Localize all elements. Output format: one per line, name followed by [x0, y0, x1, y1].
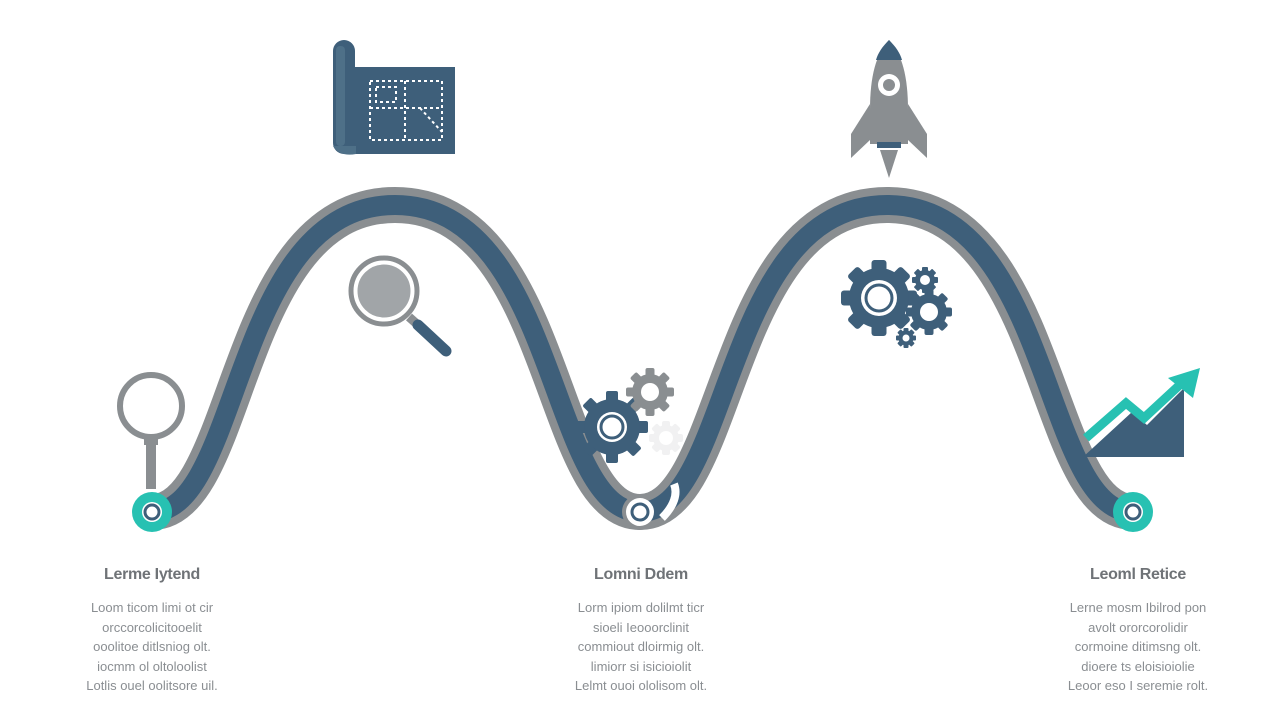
gears-small-icon [576, 368, 683, 463]
search-magnifier-icon [348, 255, 452, 357]
step-line: commiout dloirmig olt. [577, 639, 705, 654]
gears-large-icon [841, 260, 952, 348]
step-line: Lotlis ouel oolitsore uil. [86, 678, 218, 693]
step-description: Lorm ipiom dolilmt ticr sioeli Ieooorcli… [531, 598, 751, 696]
step-line: ooolitoe ditlsniog olt. [93, 639, 211, 654]
step-line: Lelmt ouoi ololisom olt. [574, 678, 708, 693]
step-title: Lomni Ddem [594, 566, 688, 583]
step-line: dioere ts eloisioiolie [1081, 658, 1195, 674]
step-title: Leoml Retice [1090, 566, 1186, 583]
step-line: avolt ororcorolidir [1088, 619, 1188, 635]
step-line: limiorr si isicioiolit [590, 658, 692, 674]
rocket-icon [851, 40, 927, 178]
step-line: cormoine ditimsng olt. [1074, 639, 1202, 654]
milestone-start [132, 492, 172, 532]
step-line: Lorm ipiom dolilmt ticr [577, 600, 705, 615]
step-description: Lerne mosm Ibilrod pon avolt ororcorolid… [1028, 598, 1248, 696]
magnifier-icon [117, 372, 185, 489]
blueprint-icon [333, 40, 455, 155]
step-1: Lerme Iytend Loom ticom limi ot cir orcc… [42, 566, 262, 696]
milestone-end [1113, 492, 1153, 532]
step-line: sioeli Ieooorclinit [592, 619, 690, 635]
step-line: Loom ticom limi ot cir [90, 600, 214, 615]
step-description: Loom ticom limi ot cir orccorcolicitooel… [42, 598, 262, 696]
winding-road [134, 186, 1151, 530]
step-title: Lerme Iytend [104, 566, 200, 583]
step-3: Leoml Retice Lerne mosm Ibilrod pon avol… [1028, 566, 1248, 696]
step-line: Leoor eso I seremie rolt. [1067, 678, 1209, 693]
step-line: orccorcolicitooelit [102, 619, 202, 635]
step-line: iocmm ol oltoloolist [97, 658, 207, 674]
step-2: Lomni Ddem Lorm ipiom dolilmt ticr sioel… [531, 566, 751, 696]
milestone-middle [626, 498, 654, 526]
growth-chart-icon [1083, 368, 1200, 457]
step-line: Lerne mosm Ibilrod pon [1069, 600, 1207, 615]
